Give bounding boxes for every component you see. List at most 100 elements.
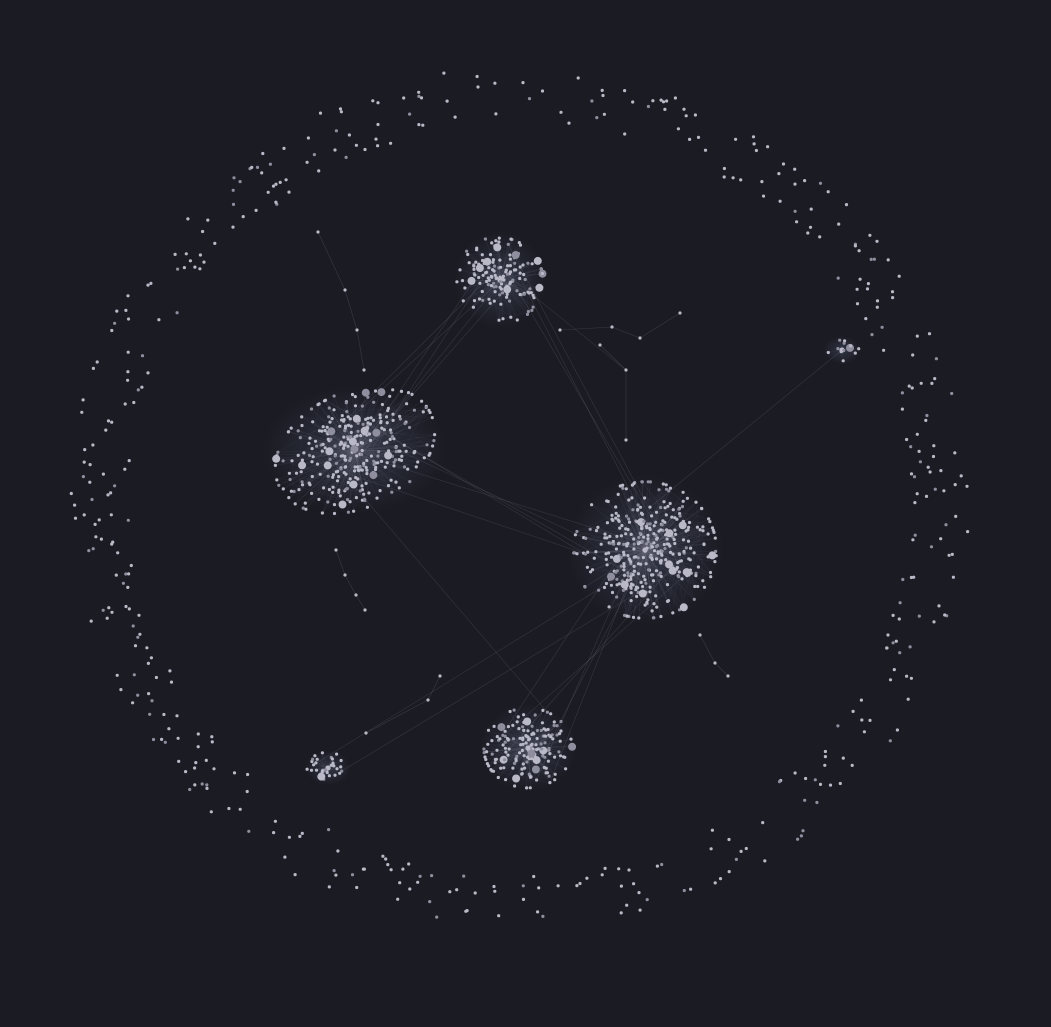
graph-node[interactable] xyxy=(549,712,553,716)
graph-node[interactable] xyxy=(292,489,296,494)
graph-node[interactable] xyxy=(668,486,673,490)
graph-node[interactable] xyxy=(631,508,635,512)
graph-node[interactable] xyxy=(505,292,509,296)
graph-node[interactable] xyxy=(760,180,764,184)
graph-node[interactable] xyxy=(535,283,544,292)
graph-node[interactable] xyxy=(632,537,636,541)
graph-node[interactable] xyxy=(667,564,671,568)
graph-node[interactable] xyxy=(488,253,493,257)
graph-node[interactable] xyxy=(497,318,501,322)
graph-node[interactable] xyxy=(926,465,930,469)
graph-node[interactable] xyxy=(495,735,499,739)
graph-node[interactable] xyxy=(372,459,376,463)
graph-node[interactable] xyxy=(209,810,213,814)
graph-node[interactable] xyxy=(664,483,668,487)
graph-node[interactable] xyxy=(371,418,376,422)
graph-node[interactable] xyxy=(398,881,402,885)
graph-node[interactable] xyxy=(325,425,329,429)
graph-node[interactable] xyxy=(636,556,640,560)
graph-node[interactable] xyxy=(527,291,531,295)
graph-node[interactable] xyxy=(321,425,325,429)
graph-node[interactable] xyxy=(919,381,923,385)
graph-node[interactable] xyxy=(487,297,491,301)
graph-node[interactable] xyxy=(478,281,482,285)
graph-node[interactable] xyxy=(116,551,120,555)
graph-node[interactable] xyxy=(310,474,314,479)
graph-node[interactable] xyxy=(966,530,970,534)
graph-node[interactable] xyxy=(679,603,688,612)
graph-node[interactable] xyxy=(492,281,496,285)
graph-node[interactable] xyxy=(615,583,619,587)
graph-node[interactable] xyxy=(518,751,522,755)
graph-node[interactable] xyxy=(489,274,493,278)
graph-node[interactable] xyxy=(326,437,330,441)
graph-node[interactable] xyxy=(607,551,611,555)
graph-node[interactable] xyxy=(888,739,892,743)
graph-node[interactable] xyxy=(626,574,630,578)
graph-node[interactable] xyxy=(342,446,346,450)
graph-node[interactable] xyxy=(323,461,332,470)
graph-node[interactable] xyxy=(467,276,476,285)
graph-node[interactable] xyxy=(886,258,890,262)
graph-node[interactable] xyxy=(858,277,862,281)
graph-node[interactable] xyxy=(325,447,334,456)
graph-node[interactable] xyxy=(531,305,535,309)
graph-node[interactable] xyxy=(711,528,715,532)
graph-node[interactable] xyxy=(518,736,522,740)
graph-node[interactable] xyxy=(512,268,517,272)
graph-node[interactable] xyxy=(368,438,373,442)
graph-node[interactable] xyxy=(420,399,424,403)
graph-node[interactable] xyxy=(511,737,516,741)
graph-node[interactable] xyxy=(777,780,782,784)
graph-node[interactable] xyxy=(654,510,659,514)
graph-node[interactable] xyxy=(299,470,303,474)
graph-node[interactable] xyxy=(493,757,497,762)
graph-node[interactable] xyxy=(358,489,362,493)
graph-node[interactable] xyxy=(781,162,786,166)
graph-node[interactable] xyxy=(438,674,442,678)
graph-node[interactable] xyxy=(307,481,311,485)
graph-node[interactable] xyxy=(508,264,512,268)
graph-node[interactable] xyxy=(713,560,717,564)
graph-node[interactable] xyxy=(909,472,914,476)
graph-node[interactable] xyxy=(619,884,624,888)
graph-node[interactable] xyxy=(626,571,630,575)
graph-node[interactable] xyxy=(521,81,525,85)
graph-node[interactable] xyxy=(901,577,905,582)
graph-node[interactable] xyxy=(390,435,395,439)
graph-node[interactable] xyxy=(888,678,893,682)
graph-node[interactable] xyxy=(332,869,336,873)
graph-node[interactable] xyxy=(891,641,895,645)
graph-node[interactable] xyxy=(621,486,625,490)
graph-node[interactable] xyxy=(348,477,352,481)
graph-node[interactable] xyxy=(548,781,552,785)
graph-node[interactable] xyxy=(809,207,813,211)
graph-node[interactable] xyxy=(343,465,347,469)
graph-node[interactable] xyxy=(101,472,105,476)
graph-node[interactable] xyxy=(355,454,359,458)
graph-node[interactable] xyxy=(471,305,475,309)
graph-node[interactable] xyxy=(81,475,85,479)
graph-node[interactable] xyxy=(558,328,562,332)
graph-node[interactable] xyxy=(575,552,579,556)
graph-node[interactable] xyxy=(672,537,676,542)
graph-node[interactable] xyxy=(184,252,188,256)
graph-node[interactable] xyxy=(198,253,202,257)
graph-node[interactable] xyxy=(707,517,711,521)
graph-node[interactable] xyxy=(839,350,843,354)
graph-node[interactable] xyxy=(815,800,819,805)
graph-node[interactable] xyxy=(688,137,692,141)
graph-node[interactable] xyxy=(503,746,507,750)
graph-node[interactable] xyxy=(511,251,520,259)
graph-node[interactable] xyxy=(184,770,188,774)
graph-node[interactable] xyxy=(412,451,416,455)
graph-node[interactable] xyxy=(718,877,723,881)
graph-node[interactable] xyxy=(589,570,593,574)
graph-node[interactable] xyxy=(515,289,519,293)
graph-node[interactable] xyxy=(530,742,534,747)
graph-node[interactable] xyxy=(335,767,339,771)
graph-node[interactable] xyxy=(314,768,319,772)
graph-node[interactable] xyxy=(482,261,486,265)
graph-node[interactable] xyxy=(373,467,378,472)
graph-node[interactable] xyxy=(693,113,698,117)
